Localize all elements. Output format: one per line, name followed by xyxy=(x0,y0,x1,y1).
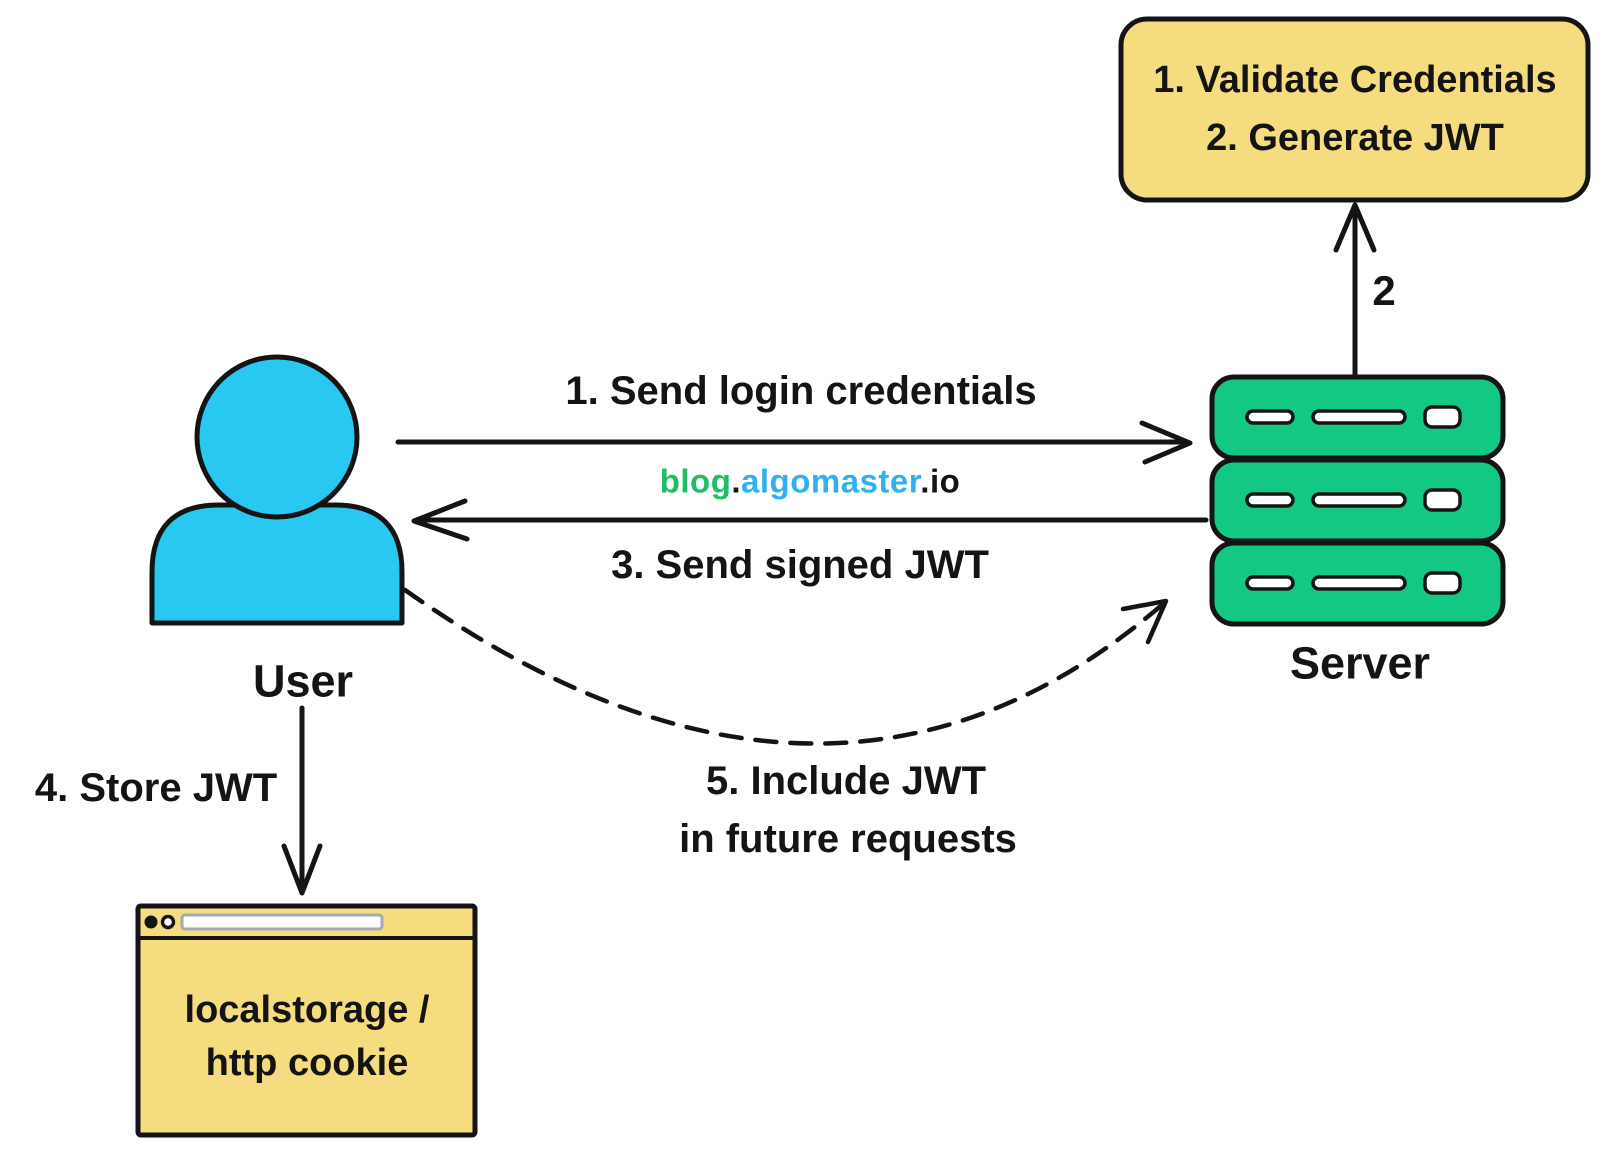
browser-window-icon xyxy=(135,903,478,1138)
browser-address-bar xyxy=(180,913,384,931)
user-head xyxy=(194,354,360,520)
server-unit xyxy=(1209,457,1506,544)
watermark-blog-algomaster-io: blog.algomaster.io xyxy=(660,465,961,498)
process-box xyxy=(1118,16,1591,203)
arrow-step2-label: 2 xyxy=(1372,267,1396,314)
process-box-shape xyxy=(1118,16,1591,203)
arrow-step4 xyxy=(281,705,323,896)
arrow-step5-dashed xyxy=(402,587,1169,746)
watermark-dot2: . xyxy=(920,462,930,500)
arrow-step2 xyxy=(1333,202,1377,378)
storage-box-line1: localstorage / xyxy=(184,989,430,1031)
server-slot-small xyxy=(1245,409,1295,425)
process-box-line2: 2. Generate JWT xyxy=(1206,117,1504,159)
server-icon xyxy=(1209,374,1506,627)
server-slot-long xyxy=(1311,409,1407,425)
server-unit xyxy=(1209,540,1506,627)
server-slot-long xyxy=(1311,575,1407,591)
server-unit xyxy=(1209,374,1506,461)
step1-label: 1. Send login credentials xyxy=(565,369,1037,413)
watermark-io: io xyxy=(929,462,961,500)
server-slot-long xyxy=(1311,492,1407,508)
server-slot-square xyxy=(1423,488,1462,512)
browser-dot-outline-icon xyxy=(160,914,176,930)
storage-box-line2: http cookie xyxy=(205,1042,409,1084)
browser-window-body xyxy=(135,903,478,1138)
server-slot-square xyxy=(1423,571,1462,595)
process-box-line1: 1. Validate Credentials xyxy=(1153,59,1557,101)
watermark-algomaster: algomaster xyxy=(741,462,921,500)
user-icon xyxy=(149,354,405,626)
server-label: Server xyxy=(1289,637,1431,689)
server-slot-small xyxy=(1245,575,1295,591)
step3-label: 3. Send signed JWT xyxy=(611,543,989,587)
arrow-step1 xyxy=(395,420,1193,465)
server-slot-square xyxy=(1423,405,1462,429)
server-slot-small xyxy=(1245,492,1295,508)
browser-dot-filled-icon xyxy=(144,915,158,929)
arrow-step3 xyxy=(411,498,1209,542)
watermark-blog: blog xyxy=(659,462,732,500)
user-label: User xyxy=(252,655,354,707)
step5-label-line1: 5. Include JWT xyxy=(705,759,987,803)
step4-label: 4. Store JWT xyxy=(34,766,278,810)
watermark-dot1: . xyxy=(731,462,742,500)
user-body xyxy=(149,502,405,626)
step5-label-line2: in future requests xyxy=(679,817,1017,861)
